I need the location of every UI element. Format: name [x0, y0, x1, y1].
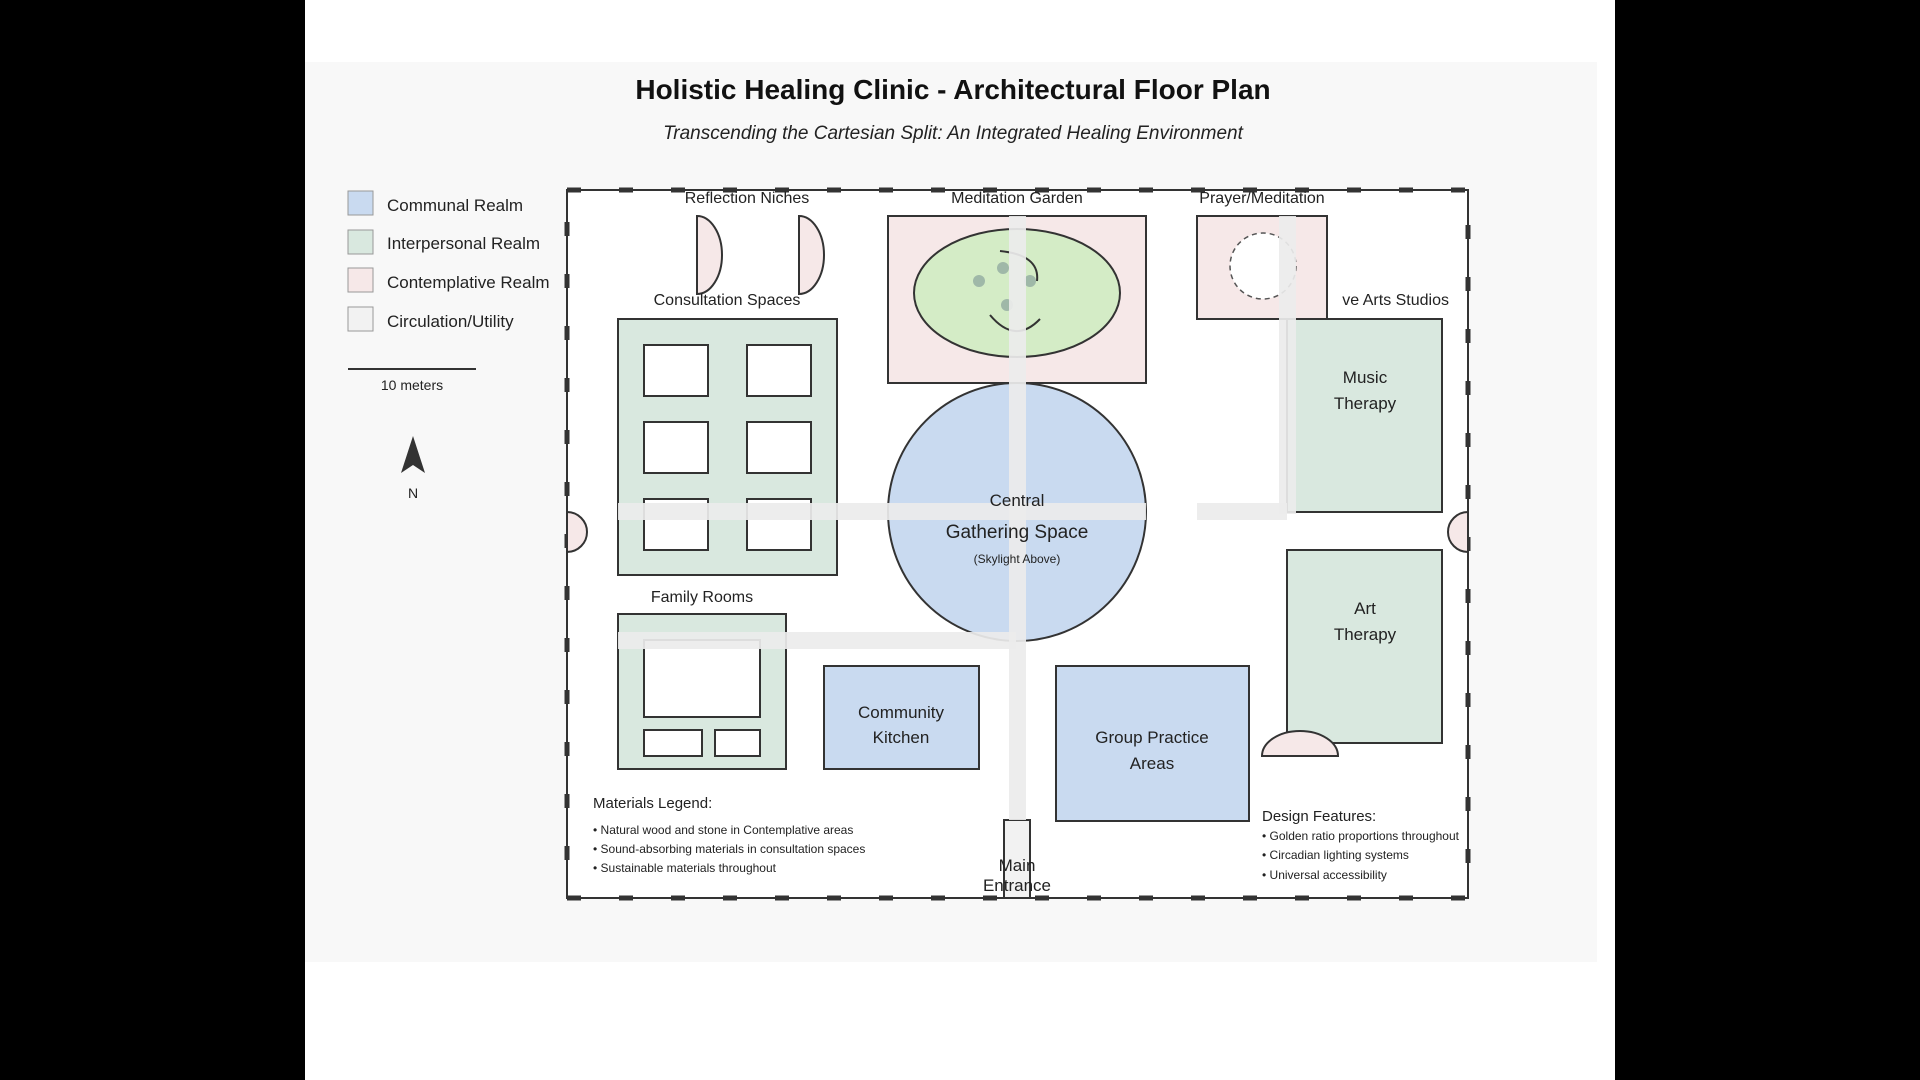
corridor-east-west — [618, 503, 1146, 520]
corridor-family — [618, 632, 1016, 649]
arts-studios-label: ve Arts Studios — [1342, 292, 1449, 309]
legend-swatch-contemplative — [347, 267, 374, 293]
materials-item: • Sound-absorbing materials in consultat… — [593, 842, 865, 856]
legend-swatch-communal — [347, 190, 374, 216]
family-room-small — [643, 729, 703, 757]
circulation-corridors — [618, 216, 1296, 820]
diagram-title: Holistic Healing Clinic - Architectural … — [635, 74, 1270, 105]
legend-label-interpersonal: Interpersonal Realm — [387, 234, 540, 253]
design-features: Design Features: • Golden ratio proporti… — [1262, 808, 1460, 882]
central-gathering-label: Central — [990, 491, 1045, 510]
main-entrance-label: Entrance — [983, 876, 1051, 895]
family-room-main — [643, 639, 761, 718]
music-therapy-label: Music — [1343, 368, 1388, 387]
art-therapy-alcove — [1260, 730, 1340, 757]
design-item: • Universal accessibility — [1262, 868, 1387, 882]
garden-stone — [1024, 275, 1036, 287]
meditation-garden-label: Meditation Garden — [951, 190, 1083, 207]
diagram-subtitle: Transcending the Cartesian Split: An Int… — [663, 123, 1244, 144]
family-rooms-label: Family Rooms — [651, 589, 753, 606]
community-kitchen — [823, 665, 980, 770]
main-entrance-label: Main — [999, 856, 1036, 875]
consultation-spaces-label: Consultation Spaces — [654, 292, 801, 309]
garden-stone — [997, 262, 1009, 274]
west-door — [566, 510, 588, 554]
consultation-room — [746, 344, 812, 397]
materials-item: • Natural wood and stone in Contemplativ… — [593, 823, 853, 837]
community-kitchen-label: Community — [858, 703, 944, 722]
prayer-meditation-label: Prayer/Meditation — [1199, 190, 1324, 207]
reflection-niche-2 — [798, 214, 825, 296]
family-room-small — [714, 729, 761, 757]
legend-swatch-interpersonal — [347, 229, 374, 255]
reflection-niches-label: Reflection Niches — [685, 190, 810, 207]
design-heading: Design Features: — [1262, 808, 1376, 825]
garden-path — [999, 250, 1039, 282]
realm-legend: Communal Realm Interpersonal Realm Conte… — [347, 190, 550, 332]
legend-label-communal: Communal Realm — [387, 196, 523, 215]
north-arrow-icon — [401, 436, 425, 473]
consultation-room — [643, 421, 709, 474]
materials-heading: Materials Legend: — [593, 795, 712, 812]
art-therapy-label: Therapy — [1334, 625, 1397, 644]
design-item: • Circadian lighting systems — [1262, 848, 1409, 862]
consultation-room — [746, 421, 812, 474]
corridor-east-spur — [1197, 503, 1287, 520]
reflection-niche-1 — [696, 214, 723, 296]
north-label: N — [408, 485, 418, 501]
music-therapy-room — [1286, 318, 1443, 513]
corridor-east-vertical — [1279, 216, 1296, 514]
legend-label-contemplative: Contemplative Realm — [387, 273, 550, 292]
art-therapy-label: Art — [1354, 599, 1376, 618]
materials-item: • Sustainable materials throughout — [593, 861, 777, 875]
east-door — [1447, 510, 1469, 554]
group-practice-areas — [1055, 665, 1250, 822]
design-item: • Golden ratio proportions throughout — [1262, 829, 1460, 843]
group-practice-label: Areas — [1130, 754, 1174, 773]
materials-legend: Materials Legend: • Natural wood and sto… — [593, 795, 865, 875]
community-kitchen-label: Kitchen — [873, 728, 930, 747]
music-therapy-label: Therapy — [1334, 394, 1397, 413]
central-gathering-label: Gathering Space — [946, 522, 1089, 543]
legend-swatch-circulation — [347, 306, 374, 332]
garden-stone — [973, 275, 985, 287]
art-therapy-room — [1286, 549, 1443, 744]
consultation-room — [643, 344, 709, 397]
central-gathering-note: (Skylight Above) — [974, 552, 1061, 566]
legend-label-circulation: Circulation/Utility — [387, 312, 514, 331]
scale-label: 10 meters — [381, 377, 443, 393]
group-practice-label: Group Practice — [1095, 728, 1208, 747]
